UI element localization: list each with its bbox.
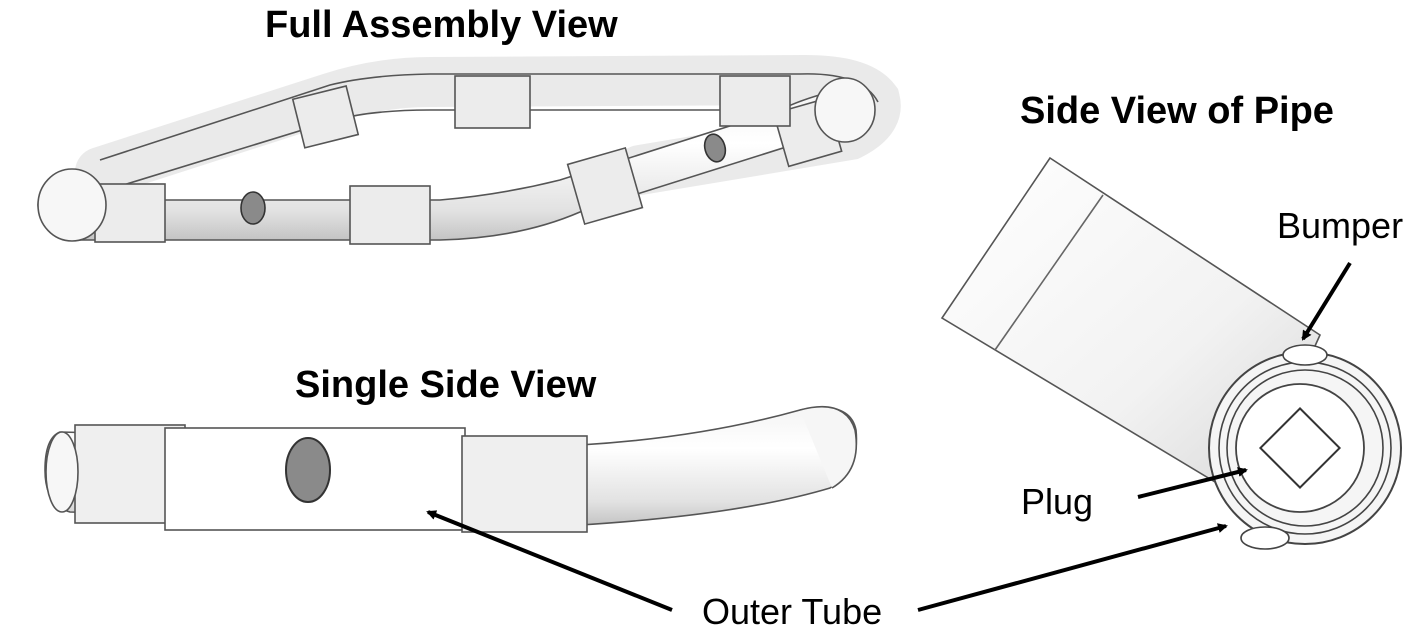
assembly-hole-1 — [240, 191, 266, 225]
plug-label: Plug — [1021, 481, 1094, 522]
assembly-sleeve-6 — [454, 75, 531, 129]
single-side-hole — [285, 437, 331, 503]
pipe-end-ring-3 — [1226, 369, 1384, 527]
single-side-title: Single Side View — [295, 364, 597, 406]
pipe-side-view — [940, 156, 1402, 550]
single-side-sleeve-right — [461, 435, 588, 533]
plug-arrow — [1137, 467, 1248, 499]
assembly-sleeve-5 — [291, 84, 360, 149]
side-pipe-title: Side View of Pipe — [1020, 90, 1334, 132]
assembly-sleeve-1 — [94, 183, 166, 243]
single-side-bend-end — [799, 406, 858, 489]
full-assembly-title: Full Assembly View — [265, 4, 618, 46]
assembly-end-cap-right — [814, 77, 876, 143]
assembly-end-cap-left — [37, 168, 107, 242]
pipe-body-seam — [994, 194, 1104, 351]
outer-tube-label: Outer Tube — [702, 591, 883, 632]
bumper-arrow — [1301, 261, 1352, 341]
single-side-tube — [44, 406, 858, 533]
assembly-sleeve-2 — [349, 185, 431, 245]
plug-square-socket — [1258, 406, 1342, 490]
annotation-arrows — [426, 261, 1352, 612]
assembly-sleeve-7 — [719, 75, 791, 127]
pipe-bumper-bottom — [1240, 526, 1290, 550]
full-assembly-frame — [37, 54, 901, 245]
outer-tube-arrow-right — [917, 523, 1228, 612]
single-side-end-cap — [45, 431, 79, 513]
pipe-bumper-top — [1282, 344, 1328, 366]
outer-tube-arrow-left — [426, 510, 673, 612]
bumper-label: Bumper — [1277, 205, 1404, 246]
assembly-sleeve-3 — [566, 146, 644, 226]
assembly-hole-2 — [703, 133, 727, 163]
